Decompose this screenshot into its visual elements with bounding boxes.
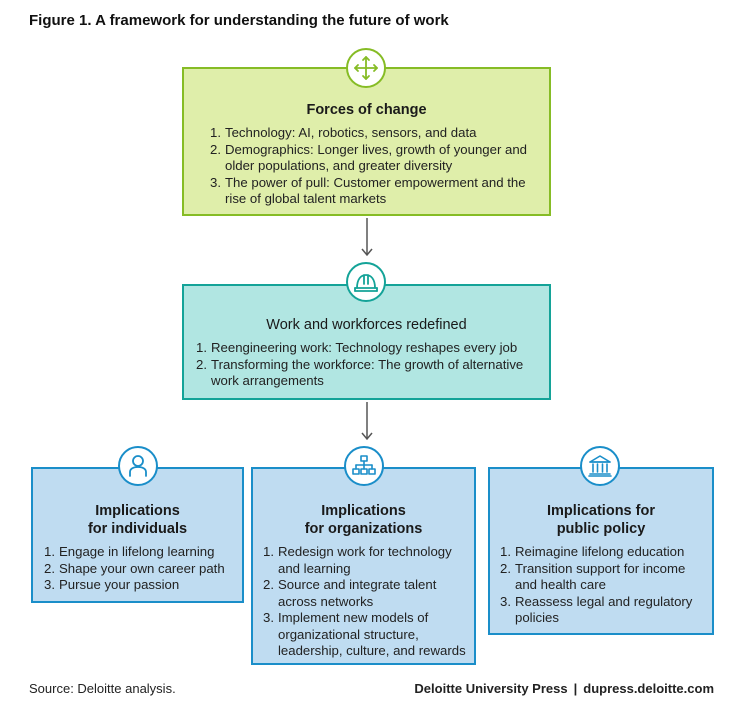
work-list: 1.Reengineering work: Technology reshape… [196,340,543,390]
individuals-list: 1.Engage in lifelong learning 2.Shape yo… [44,544,238,594]
forces-of-change-box: Forces of change 1.Technology: AI, robot… [182,67,551,216]
list-item: 2.Demographics: Longer lives, growth of … [210,141,528,174]
publisher-credit: Deloitte University Press | dupress.deloit… [414,681,714,696]
list-item: 3.The power of pull: Customer empowermen… [210,174,526,207]
org-chart-icon [344,446,384,486]
work-title: Work and workforces redefined [266,317,467,333]
list-item: 1.Engage in lifelong learning [44,544,215,559]
list-item: 1.Technology: AI, robotics, sensors, and… [210,125,477,140]
list-item: 2.Transforming the workforce: The growth… [196,356,524,389]
list-item: 3.Reassess legal and regulatory policies [500,593,693,626]
list-item: 3.Pursue your passion [44,577,180,592]
forces-title: Forces of change [306,102,427,118]
list-item: 1.Reimagine lifelong education [500,544,685,559]
government-building-icon [580,446,620,486]
list-item: 2.Source and integrate talent across net… [263,577,437,609]
policy-list: 1.Reimagine lifelong education 2.Transit… [500,544,708,627]
forces-list: 1.Technology: AI, robotics, sensors, and… [210,125,543,208]
list-item: 1.Redesign work for technology and learn… [263,544,452,576]
organizations-list: 1.Redesign work for technology and learn… [263,544,470,660]
list-item: 2.Transition support for income and heal… [500,560,686,593]
person-icon [118,446,158,486]
publisher-name: Deloitte University Press [414,681,568,696]
source-note: Source: Deloitte analysis. [29,681,176,696]
work-redefined-box: Work and workforces redefined 1.Reengine… [182,284,551,400]
hard-hat-icon [346,262,386,302]
move-arrows-icon [346,48,386,88]
figure-title: Figure 1. A framework for understanding … [29,12,449,29]
list-item: 3.Implement new models of organizational… [263,610,466,658]
arrow-down-icon [360,218,374,258]
separator: | [573,681,578,696]
publisher-site: dupress.deloitte.com [583,681,714,696]
list-item: 1.Reengineering work: Technology reshape… [196,340,518,355]
arrow-down-icon [360,402,374,442]
list-item: 2.Shape your own career path [44,560,225,576]
